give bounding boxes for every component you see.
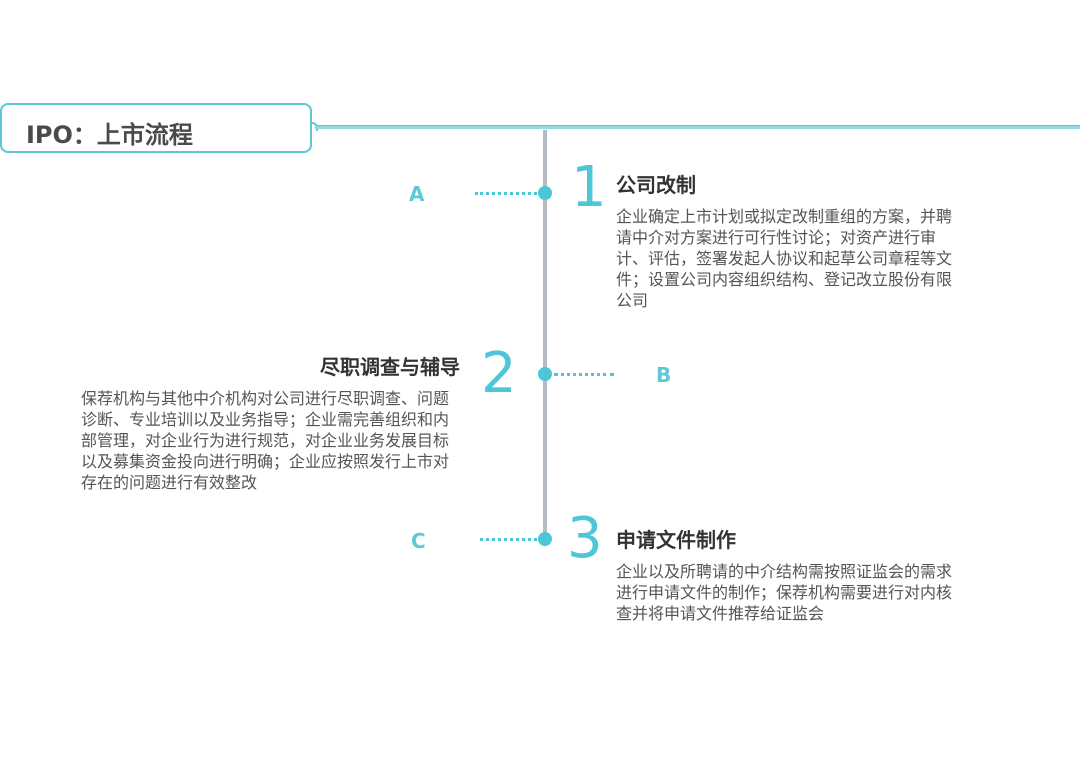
step-3-marker: C bbox=[411, 529, 426, 553]
step-3-connector bbox=[480, 538, 537, 541]
step-1-marker: A bbox=[409, 182, 425, 206]
page-title: IPO：上市流程 bbox=[26, 121, 193, 149]
step-1-description: 企业确定上市计划或拟定改制重组的方案，并聘请中介对方案进行可行性讨论；对资产进行… bbox=[616, 207, 953, 310]
step-3-title: 申请文件制作 bbox=[616, 528, 736, 552]
title-box: IPO：上市流程 bbox=[0, 103, 312, 153]
step-3-number: 3 bbox=[567, 506, 603, 571]
header-line bbox=[315, 125, 1080, 129]
timeline-axis bbox=[543, 130, 547, 540]
step-1-dot bbox=[538, 186, 552, 200]
step-2-connector bbox=[554, 373, 614, 376]
step-2-title: 尽职调查与辅导 bbox=[320, 355, 460, 379]
step-1-title: 公司改制 bbox=[616, 173, 696, 197]
step-2-description: 保荐机构与其他中介机构对公司进行尽职调查、问题诊断、专业培训以及业务指导；企业需… bbox=[81, 389, 450, 492]
step-2-dot bbox=[538, 367, 552, 381]
step-3-description: 企业以及所聘请的中介结构需按照证监会的需求进行申请文件的制作；保荐机构需要进行对… bbox=[616, 562, 953, 623]
step-1-number: 1 bbox=[571, 155, 607, 220]
step-3-dot bbox=[538, 532, 552, 546]
step-1-connector bbox=[475, 192, 537, 195]
step-2-marker: B bbox=[656, 363, 672, 387]
step-2-number: 2 bbox=[481, 341, 517, 406]
